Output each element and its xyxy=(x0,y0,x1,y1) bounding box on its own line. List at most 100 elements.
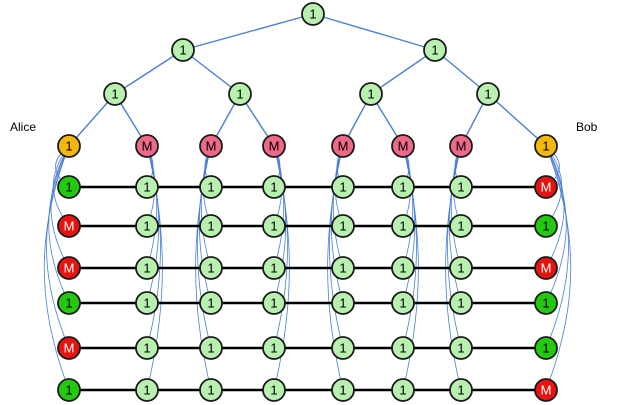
row-1-left-node-circle xyxy=(57,214,81,238)
row-1-node-3-label: 1 xyxy=(339,219,346,234)
leaf-node-3-label: M xyxy=(269,139,280,154)
row-4-node-0-circle xyxy=(135,336,159,360)
row-0-node-4-circle xyxy=(391,175,415,199)
fan-edge-0-2 xyxy=(50,145,70,269)
row-1-node-4-circle xyxy=(391,214,415,238)
bob-label: Bob xyxy=(576,120,598,134)
row-3-right-node-circle xyxy=(534,291,558,315)
level1-node-1-circle xyxy=(423,38,447,62)
row-5-node-1: 1 xyxy=(199,378,223,402)
row-5-right-node-label: M xyxy=(541,383,552,398)
row-4-left-node-label: M xyxy=(64,341,75,356)
row-2-node-2-label: 1 xyxy=(270,261,277,276)
row-1-node-2-label: 1 xyxy=(270,219,277,234)
row-3-node-1-label: 1 xyxy=(207,296,214,311)
row-5-node-1-circle xyxy=(199,378,223,402)
row-2-right-node-label: M xyxy=(541,261,552,276)
row-2-node-5-label: 1 xyxy=(457,261,464,276)
row-3-node-1: 1 xyxy=(199,291,223,315)
row-2-left-node-circle xyxy=(57,256,81,280)
row-3-right-node-label: 1 xyxy=(542,296,549,311)
tree-edge-l2-7 xyxy=(487,93,547,147)
leaf-node-1-circle xyxy=(135,134,159,158)
row-5-node-3-label: 1 xyxy=(339,383,346,398)
row-3-node-4-label: 1 xyxy=(399,296,406,311)
row-1-right-node-circle xyxy=(534,214,558,238)
row-2-node-1-circle xyxy=(199,256,223,280)
row-4-node-3-label: 1 xyxy=(339,341,346,356)
row-1-node-1-circle xyxy=(199,214,223,238)
leaf-node-2-circle xyxy=(199,134,223,158)
row-5-left-node-label: 1 xyxy=(65,383,72,398)
alice-label: Alice xyxy=(10,120,36,134)
fan-edge-0-5 xyxy=(43,145,70,391)
root-node: 1 xyxy=(301,2,325,26)
row-4-node-0: 1 xyxy=(135,336,159,360)
row-4-node-3-circle xyxy=(331,336,355,360)
level2-node-3: 1 xyxy=(476,82,500,106)
row-4-left-node-circle xyxy=(57,336,81,360)
row-1-node-0-circle xyxy=(135,214,159,238)
row-2-node-4-circle xyxy=(391,256,415,280)
row-0-right-node-label: M xyxy=(541,180,552,195)
row-3-node-4: 1 xyxy=(391,291,415,315)
tree-edge-l1-1 xyxy=(182,49,241,95)
leaf-node-6-circle xyxy=(449,134,473,158)
leaf-node-6-label: M xyxy=(456,139,467,154)
level2-node-2-label: 1 xyxy=(367,87,374,102)
row-3-node-3-circle xyxy=(331,291,355,315)
row-4-node-3: 1 xyxy=(331,336,355,360)
row-4-right-node-circle xyxy=(534,336,558,360)
fan-edge-7-4 xyxy=(545,145,569,349)
level1-node-1: 1 xyxy=(423,38,447,62)
row-4-node-1: 1 xyxy=(199,336,223,360)
row-0-node-0: 1 xyxy=(135,175,159,199)
row-0-node-1-circle xyxy=(199,175,223,199)
level1-node-0-circle xyxy=(171,38,195,62)
row-0-node-5-circle xyxy=(449,175,473,199)
row-1-node-3: 1 xyxy=(331,214,355,238)
leaf-node-7-circle xyxy=(534,134,558,158)
row-2-node-4-label: 1 xyxy=(399,261,406,276)
row-3-node-2-circle xyxy=(262,291,286,315)
fan-edge-0-3 xyxy=(48,145,70,304)
tree-edge-l1-0 xyxy=(114,49,184,95)
row-1-right-node: 1 xyxy=(534,214,558,238)
row-0-node-2-label: 1 xyxy=(270,180,277,195)
level1-node-0-label: 1 xyxy=(179,43,186,58)
level2-node-0-label: 1 xyxy=(111,87,118,102)
leaf-node-2: M xyxy=(199,134,223,158)
row-2-node-3: 1 xyxy=(331,256,355,280)
row-3-node-3-label: 1 xyxy=(339,296,346,311)
row-0-right-node-circle xyxy=(534,175,558,199)
level2-node-3-label: 1 xyxy=(484,87,491,102)
leaf-node-6: M xyxy=(449,134,473,158)
row-1-left-node-label: M xyxy=(64,219,75,234)
row-0-node-2-circle xyxy=(262,175,286,199)
row-5-node-4-circle xyxy=(391,378,415,402)
row-1-node-5-circle xyxy=(449,214,473,238)
row-3-node-4-circle xyxy=(391,291,415,315)
row-5-node-5: 1 xyxy=(449,378,473,402)
root-node-circle xyxy=(301,2,325,26)
row-3-left-node-circle xyxy=(57,291,81,315)
row-2-node-1-label: 1 xyxy=(207,261,214,276)
row-1-node-2: 1 xyxy=(262,214,286,238)
row-5-node-4-label: 1 xyxy=(399,383,406,398)
row-5-right-node: M xyxy=(534,378,558,402)
row-3-left-node: 1 xyxy=(57,291,81,315)
row-0-left-node-label: 1 xyxy=(65,180,72,195)
leaf-node-5: M xyxy=(391,134,415,158)
row-0-node-5-label: 1 xyxy=(457,180,464,195)
row-2-node-5: 1 xyxy=(449,256,473,280)
level2-node-3-circle xyxy=(476,82,500,106)
row-5-node-0-circle xyxy=(135,378,159,402)
row-3-left-node-label: 1 xyxy=(65,296,72,311)
row-2-node-0-label: 1 xyxy=(143,261,150,276)
row-4-node-1-circle xyxy=(199,336,223,360)
row-4-node-2: 1 xyxy=(262,336,286,360)
row-3-node-0-label: 1 xyxy=(143,296,150,311)
row-2-node-1: 1 xyxy=(199,256,223,280)
root-node-label: 1 xyxy=(309,7,316,22)
